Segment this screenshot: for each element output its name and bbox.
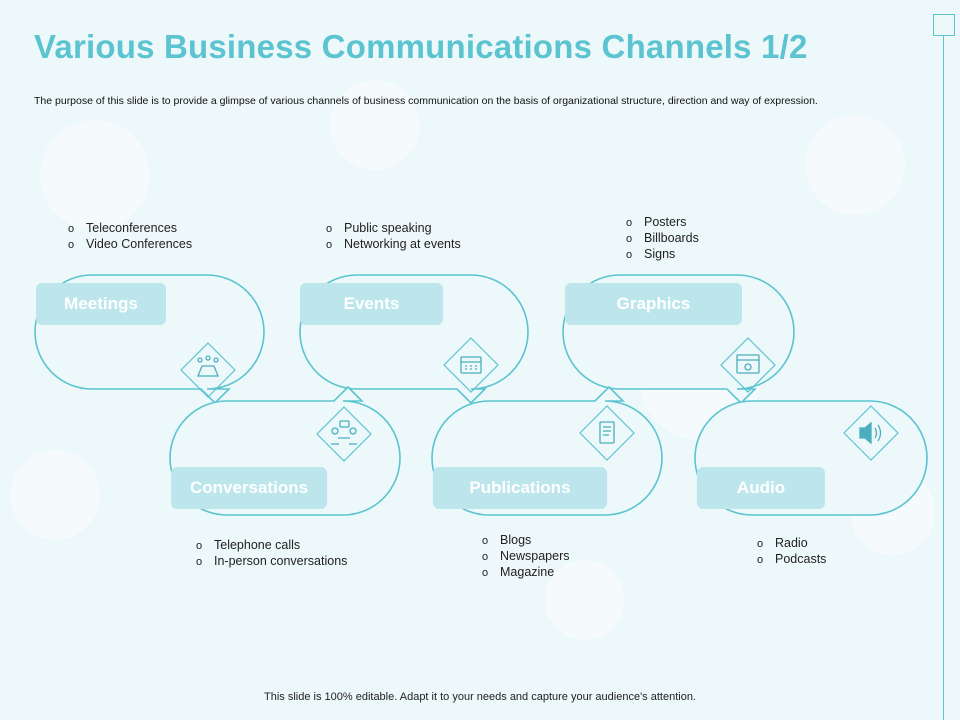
conversation-people-icon bbox=[331, 420, 357, 445]
channel-label-graphics: Graphics bbox=[565, 283, 742, 325]
decor-bubble bbox=[10, 450, 100, 540]
list-item: Blogs bbox=[482, 532, 569, 548]
publications-items: Blogs Newspapers Magazine bbox=[482, 532, 569, 580]
frame-corner-box bbox=[933, 14, 955, 36]
list-item: Radio bbox=[757, 535, 826, 551]
meetings-items: Teleconferences Video Conferences bbox=[68, 220, 192, 252]
slide-title: Various Business Communications Channels… bbox=[34, 28, 808, 65]
events-items: Public speaking Networking at events bbox=[326, 220, 461, 252]
speaker-icon bbox=[859, 421, 882, 445]
calendar-icon bbox=[460, 356, 482, 374]
slide-subtitle: The purpose of this slide is to provide … bbox=[34, 95, 818, 107]
conference-table-icon bbox=[197, 355, 219, 377]
decor-bubble bbox=[40, 120, 150, 230]
list-item: Magazine bbox=[482, 564, 569, 580]
list-item: Signs bbox=[626, 246, 699, 262]
calendar-icon-frame bbox=[443, 337, 499, 393]
list-item: Networking at events bbox=[326, 236, 461, 252]
list-item: Podcasts bbox=[757, 551, 826, 567]
graphics-window-icon-frame bbox=[720, 337, 776, 393]
conference-table-icon-frame bbox=[180, 342, 236, 398]
list-item: Teleconferences bbox=[68, 220, 192, 236]
frame-line bbox=[943, 36, 944, 720]
list-item: Newspapers bbox=[482, 548, 569, 564]
channel-label-publications: Publications bbox=[433, 467, 607, 509]
graphics-window-icon bbox=[736, 354, 760, 374]
decor-bubble bbox=[805, 115, 905, 215]
channel-label-conversations: Conversations bbox=[171, 467, 327, 509]
document-icon-frame bbox=[579, 405, 635, 461]
audio-items: Radio Podcasts bbox=[757, 535, 826, 567]
decor-bubble bbox=[330, 80, 420, 170]
channel-label-meetings: Meetings bbox=[36, 283, 166, 325]
channel-label-audio: Audio bbox=[697, 467, 825, 509]
channel-label-events: Events bbox=[300, 283, 443, 325]
graphics-items: Posters Billboards Signs bbox=[626, 214, 699, 262]
conversation-people-icon-frame bbox=[316, 406, 372, 462]
list-item: In-person conversations bbox=[196, 553, 347, 569]
list-item: Public speaking bbox=[326, 220, 461, 236]
footer-note: This slide is 100% editable. Adapt it to… bbox=[264, 691, 696, 703]
conversations-items: Telephone calls In-person conversations bbox=[196, 537, 347, 569]
list-item: Telephone calls bbox=[196, 537, 347, 553]
document-icon bbox=[599, 421, 615, 444]
list-item: Posters bbox=[626, 214, 699, 230]
speaker-icon-frame bbox=[843, 405, 899, 461]
list-item: Video Conferences bbox=[68, 236, 192, 252]
list-item: Billboards bbox=[626, 230, 699, 246]
